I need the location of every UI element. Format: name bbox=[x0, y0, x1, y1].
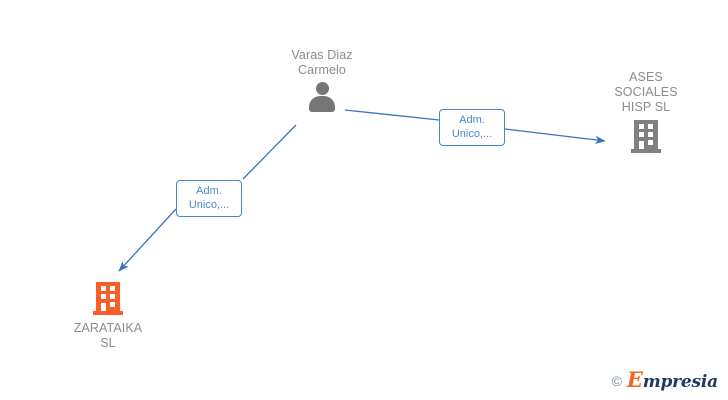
person-icon bbox=[305, 82, 339, 114]
person-head-shape bbox=[316, 82, 329, 95]
edge-label-person-to-zarataika[interactable]: Adm. Unico,... bbox=[176, 180, 242, 217]
node-company-ases-sociales-hisp-sl[interactable]: ASES SOCIALES HISP SL bbox=[576, 70, 716, 153]
edge-person-to-ases[interactable] bbox=[344, 109, 606, 144]
node-label-ases: ASES SOCIALES HISP SL bbox=[614, 70, 678, 114]
copyright-icon: © bbox=[611, 372, 622, 389]
building-base-shape bbox=[631, 149, 661, 153]
node-company-zarataika-sl[interactable]: ZARATAIKA SL bbox=[38, 282, 178, 351]
building-window bbox=[648, 140, 653, 145]
person-body-shape bbox=[309, 96, 335, 112]
brand-initial: E bbox=[626, 367, 643, 392]
building-window bbox=[110, 302, 115, 307]
building-window bbox=[639, 124, 644, 129]
building-window bbox=[101, 286, 106, 291]
edge-label-person-to-ases[interactable]: Adm. Unico,... bbox=[439, 109, 505, 146]
building-base-shape bbox=[93, 311, 123, 315]
building-tower-shape bbox=[634, 120, 658, 149]
building-door bbox=[101, 303, 106, 311]
node-label-zarataika: ZARATAIKA SL bbox=[73, 321, 143, 350]
node-label-person: Varas Diaz Carmelo bbox=[291, 48, 353, 77]
building-tower-shape bbox=[96, 282, 120, 311]
building-window bbox=[101, 294, 106, 299]
building-window bbox=[110, 286, 115, 291]
building-window bbox=[648, 132, 653, 137]
building-icon bbox=[93, 282, 123, 315]
building-window bbox=[110, 294, 115, 299]
building-door bbox=[639, 141, 644, 149]
edge-person-to-zarataika[interactable] bbox=[118, 124, 297, 272]
brand-logo: Empresia bbox=[626, 367, 718, 392]
building-window bbox=[648, 124, 653, 129]
empresia-watermark: © Empresia bbox=[611, 367, 719, 392]
node-person-varas-diaz-carmelo[interactable]: Varas Diaz Carmelo bbox=[258, 48, 386, 114]
building-window bbox=[639, 132, 644, 137]
building-icon bbox=[631, 120, 661, 153]
brand-rest: mpresia bbox=[642, 372, 718, 392]
